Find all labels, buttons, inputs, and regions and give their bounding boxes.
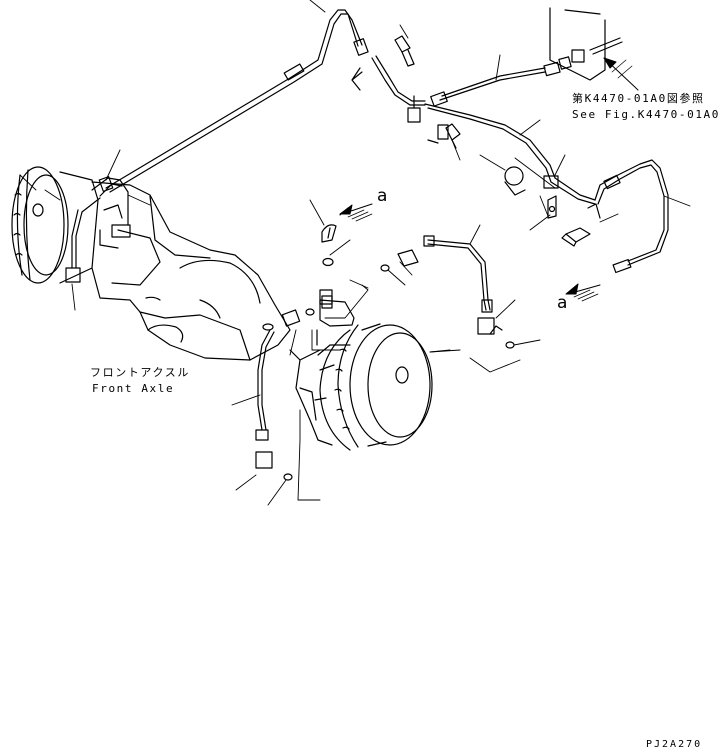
left-brake-fittings <box>65 176 129 283</box>
view-marker-a-right: a <box>557 293 568 313</box>
front-axle-label-en: Front Axle <box>92 382 175 395</box>
reference-label-jp: 第K4470-01A0図参照 <box>572 92 705 105</box>
reference-label-en: See Fig.K4470-01A0 <box>572 108 721 121</box>
front-lower-pipe <box>257 329 271 431</box>
view-arrows <box>339 57 639 302</box>
front-axle <box>11 166 291 361</box>
main-brake-pipe <box>105 9 363 189</box>
brake-pipes <box>105 9 669 481</box>
view-marker-a-top: a <box>377 186 388 206</box>
axle-housing <box>91 181 291 361</box>
left-wheel-hub <box>11 166 99 284</box>
drawing-code: PJ2A270 <box>646 739 703 750</box>
frame-member <box>549 7 623 81</box>
rear-axle <box>289 295 433 451</box>
connection-lines <box>297 157 556 501</box>
callout-leaders <box>19 0 691 506</box>
front-axle-label-jp: フロントアクスル <box>90 366 190 379</box>
rear-brake-pipe <box>427 239 491 311</box>
right-wheel-hub <box>319 323 433 451</box>
flexible-hose <box>439 71 546 101</box>
rear-axle-housing <box>289 295 355 446</box>
